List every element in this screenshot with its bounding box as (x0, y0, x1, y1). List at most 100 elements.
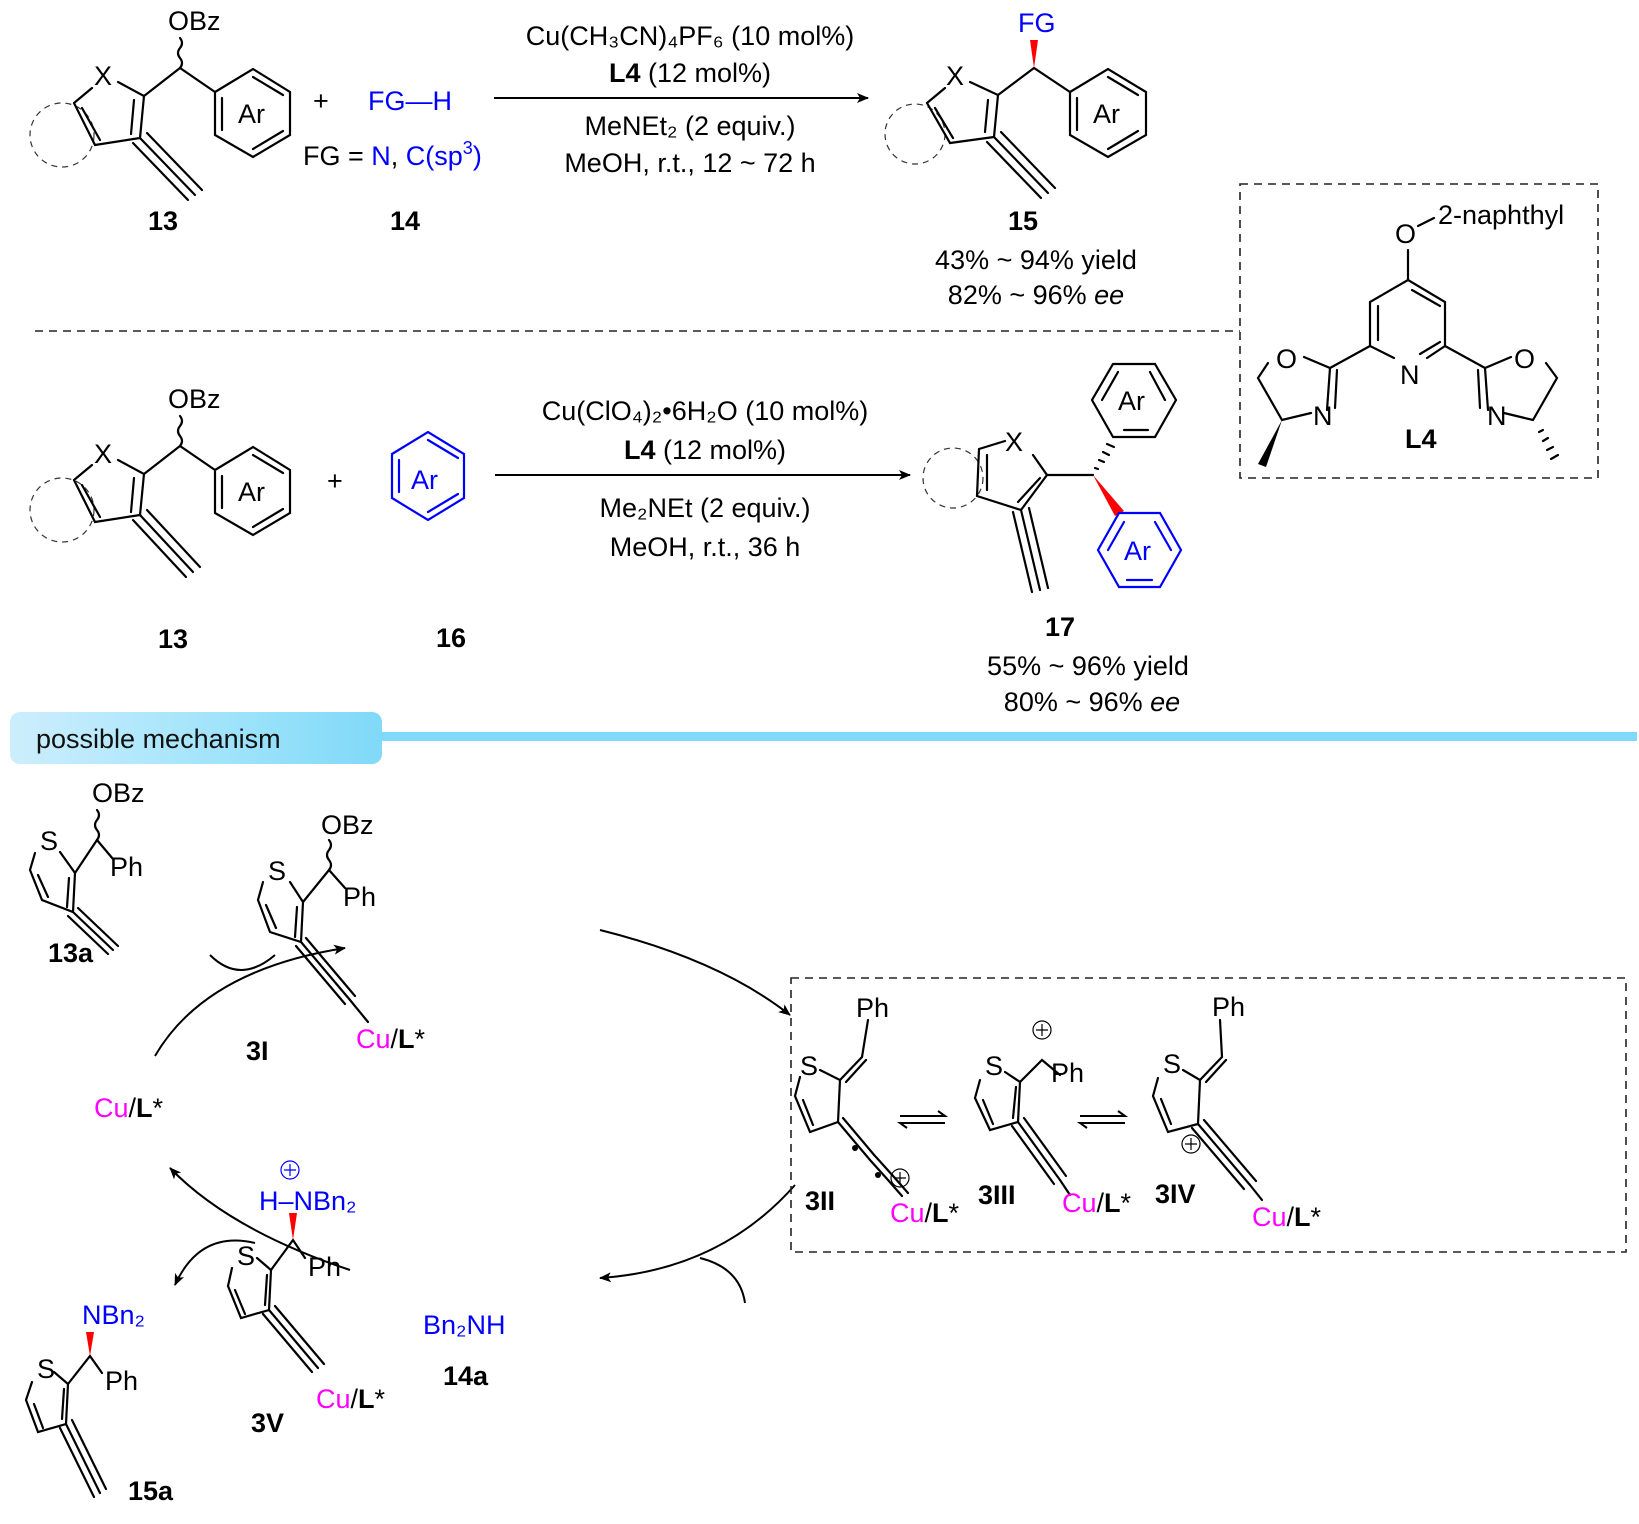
compound-label-14: 14 (390, 206, 420, 236)
yield-range-17: 55% ~ 96% yield (987, 651, 1189, 681)
conditions-2: Cu(ClO₄)₂•6H₂O (10 mol%) L4 (12 mol%) Me… (542, 396, 868, 562)
intermediate-3I: S OBz Ph Cu/L* 3I (246, 810, 426, 1066)
oxazoline-oxygen-right: O (1514, 344, 1535, 374)
sulfur-atom: S (37, 1354, 55, 1384)
reagent-16: Ar 16 (390, 430, 466, 653)
heteroatom-x: X (94, 61, 112, 91)
equilibrium-arrow-1 (896, 1110, 949, 1129)
compound-label-3V: 3V (251, 1408, 284, 1438)
sulfur-atom: S (1163, 1049, 1181, 1079)
obz-group: OBz (92, 778, 145, 808)
ligand-loading-1: L4 (12 mol%) (609, 58, 771, 88)
sulfur-atom: S (40, 826, 58, 856)
compound-label-3I: 3I (246, 1036, 269, 1066)
wavy-bond (176, 414, 184, 448)
cu-ligand-complex: Cu/L* (1252, 1202, 1322, 1232)
nucleophile-entry-arrow (699, 1257, 746, 1304)
arrow-box-to-3V (599, 1184, 796, 1283)
plus-sign: + (327, 466, 343, 496)
catalyst-2: Cu(ClO₄)₂•6H₂O (10 mol%) (542, 396, 868, 426)
section-divider-line (382, 732, 1637, 741)
aryl-label: Ar (238, 99, 265, 129)
ligand-label-l4: L4 (1405, 424, 1437, 454)
mechanism-section-title: possible mechanism (36, 724, 281, 754)
obz-group: OBz (321, 810, 374, 840)
solvent-time-2: MeOH, r.t., 36 h (610, 532, 801, 562)
conditions-1: Cu(CH₃CN)₄PF₆ (10 mol%) L4 (12 mol%) MeN… (526, 21, 854, 178)
plus-sign: + (313, 86, 329, 116)
aryl-reagent-label: Ar (411, 465, 438, 495)
phenyl-group: Ph (343, 882, 376, 912)
heteroatom-x: X (1005, 427, 1023, 457)
product-15: FG X Ar 15 43% ~ 94% yield 82% ~ 96% ee (884, 8, 1148, 310)
mechanism-section-banner: possible mechanism (10, 712, 382, 764)
fg-h-reagent: FG—H (368, 86, 452, 116)
phenyl-group: Ph (110, 852, 143, 882)
ligand-loading-2: L4 (12 mol%) (624, 435, 786, 465)
heteroatom-x: X (946, 61, 964, 91)
phenyl-group: Ph (308, 1252, 341, 1282)
stereo-wedge (1030, 40, 1038, 68)
compound-label-3II: 3II (805, 1186, 835, 1216)
sulfur-atom: S (268, 856, 286, 886)
product-17: OBz X Ar Ar 17 55% ~ 96% yield 80% ~ 96%… (922, 362, 1189, 717)
intermediate-3IV: S Ph Cu/L* 3IV (1151, 992, 1322, 1232)
methyl-wedge (1258, 420, 1282, 467)
intermediate-3V: S H–NBn₂ Ph Cu/L* 3V (226, 1160, 386, 1438)
stereo-wedge (86, 1332, 94, 1356)
ee-range-17: 80% ~ 96% ee (1004, 687, 1180, 717)
compound-label-13a: 13a (48, 938, 94, 968)
sulfur-atom: S (237, 1241, 255, 1271)
ligand-box-border (1239, 183, 1599, 479)
fused-ring-placeholder (884, 103, 946, 165)
stereo-wedge (289, 1213, 297, 1240)
compound-13-bottom: OBz X Ar 13 (29, 384, 292, 654)
positive-charge (1032, 1020, 1052, 1040)
yield-range-15: 43% ~ 94% yield (935, 245, 1137, 275)
positive-charge (280, 1160, 300, 1180)
cu-ligand-complex: Cu/L* (1062, 1188, 1132, 1218)
oxazoline-nitrogen-right: N (1487, 401, 1507, 431)
compound-label-3III: 3III (978, 1180, 1016, 1210)
fused-ring-placeholder (29, 102, 95, 168)
equilibrium-arrow-2 (1076, 1110, 1129, 1129)
compound-label-17: 17 (1045, 612, 1075, 642)
heteroatom-x: X (94, 439, 112, 469)
ee-range-15: 82% ~ 96% ee (948, 280, 1124, 310)
cu-ligand-complex: Cu/L* (356, 1024, 426, 1054)
compound-13-top: OBz X Ar 13 (29, 6, 292, 236)
dibenzylamino-group: NBn₂ (82, 1300, 145, 1330)
ligand-l4-box: O 2-naphthyl N O N O N L4 (1239, 183, 1599, 479)
phenyl-group: Ph (1051, 1058, 1084, 1088)
phenyl-group: Ph (856, 993, 889, 1023)
protonated-amine: H–NBn₂ (259, 1186, 357, 1216)
arrow-3I-to-box (599, 929, 791, 1016)
compound-label-13: 13 (148, 206, 178, 236)
positive-charge (1181, 1134, 1201, 1154)
oxazoline-nitrogen-left: N (1313, 401, 1333, 431)
catalyst-1: Cu(CH₃CN)₄PF₆ (10 mol%) (526, 21, 854, 51)
sulfur-atom: S (985, 1051, 1003, 1081)
intermediate-3II: S Ph ⊕ Cu/L* 3II (793, 993, 960, 1228)
positive-charge (890, 1168, 910, 1188)
obz-group: OBz (168, 384, 221, 414)
naphthyl-substituent: 2-naphthyl (1438, 200, 1564, 230)
phenyl-group: Ph (1212, 992, 1245, 1022)
solvent-time-1: MeOH, r.t., 12 ~ 72 h (564, 148, 815, 178)
phenyl-group: Ph (105, 1366, 138, 1396)
sulfur-atom: S (800, 1051, 818, 1081)
fused-ring-placeholder (922, 447, 984, 509)
aryl-label-blue: Ar (1124, 536, 1151, 566)
methyl-hash (1537, 428, 1560, 461)
compound-label-16: 16 (436, 623, 466, 653)
fg-substituent: FG (1018, 8, 1056, 38)
compound-label-15: 15 (1008, 206, 1038, 236)
hashed-bond (1093, 442, 1116, 471)
product-15a: S NBn₂ Ph 15a (24, 1300, 174, 1506)
pyridine-nitrogen: N (1400, 360, 1420, 390)
arrow-3V-to-catalyst (169, 1167, 351, 1271)
oxygen-atom: O (1395, 219, 1416, 249)
substrate-entry-arrow (209, 954, 276, 971)
compound-label-14a: 14a (443, 1361, 489, 1391)
